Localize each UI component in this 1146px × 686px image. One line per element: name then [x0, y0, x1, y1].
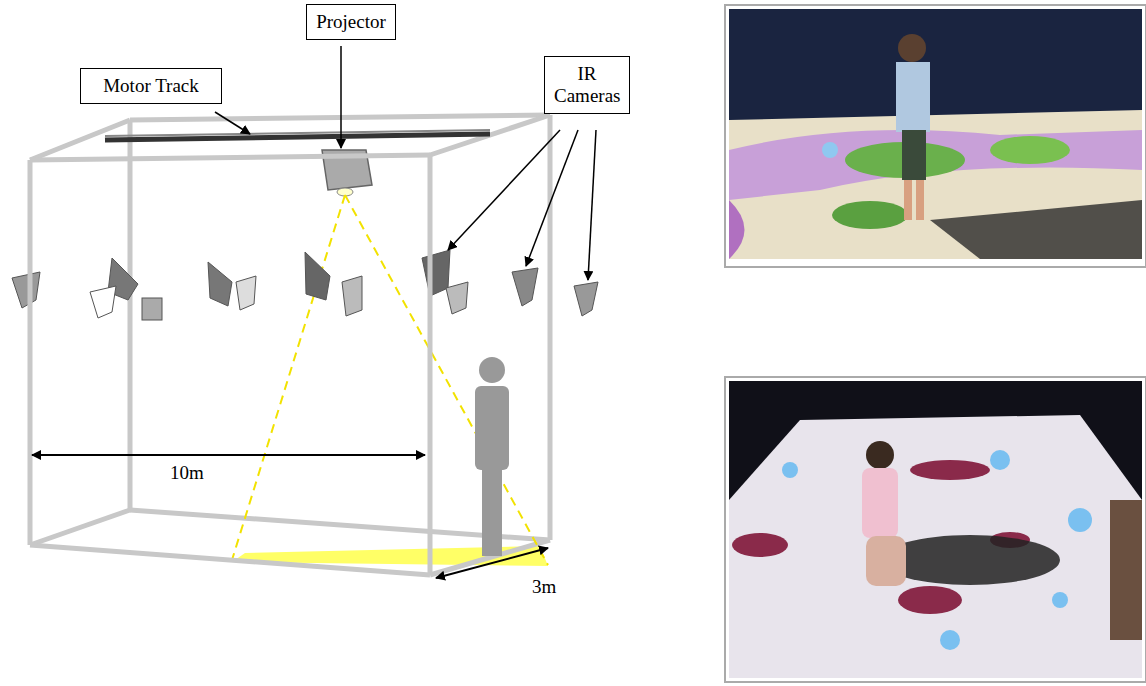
frame	[30, 155, 430, 575]
callout-box: Projector	[306, 4, 396, 40]
callout-text: Motor Track	[90, 75, 212, 97]
person-silhouette	[475, 357, 509, 556]
motor-track-edge	[105, 130, 490, 136]
leader-arrow	[526, 130, 578, 266]
callout-box: IR Cameras	[544, 56, 630, 114]
leader-arrow	[340, 46, 342, 148]
photo	[725, 5, 1146, 267]
ir-cameras	[12, 250, 598, 320]
dimension-label: 3m	[530, 576, 558, 598]
dimension-line	[436, 548, 548, 578]
callout-box: Motor Track	[80, 68, 222, 104]
leader-arrow	[588, 130, 596, 280]
dimension-line	[32, 454, 425, 456]
callout-text: Projector	[316, 11, 386, 33]
projector-lens	[337, 188, 353, 196]
dimension-label: 10m	[168, 462, 206, 484]
frame	[30, 115, 550, 575]
callout-text: IR Cameras	[554, 63, 620, 107]
photo	[725, 377, 1146, 682]
leader-arrow	[448, 130, 560, 250]
projection-beam	[232, 195, 345, 560]
projection-beam	[345, 195, 548, 565]
leader-arrow	[215, 112, 250, 134]
